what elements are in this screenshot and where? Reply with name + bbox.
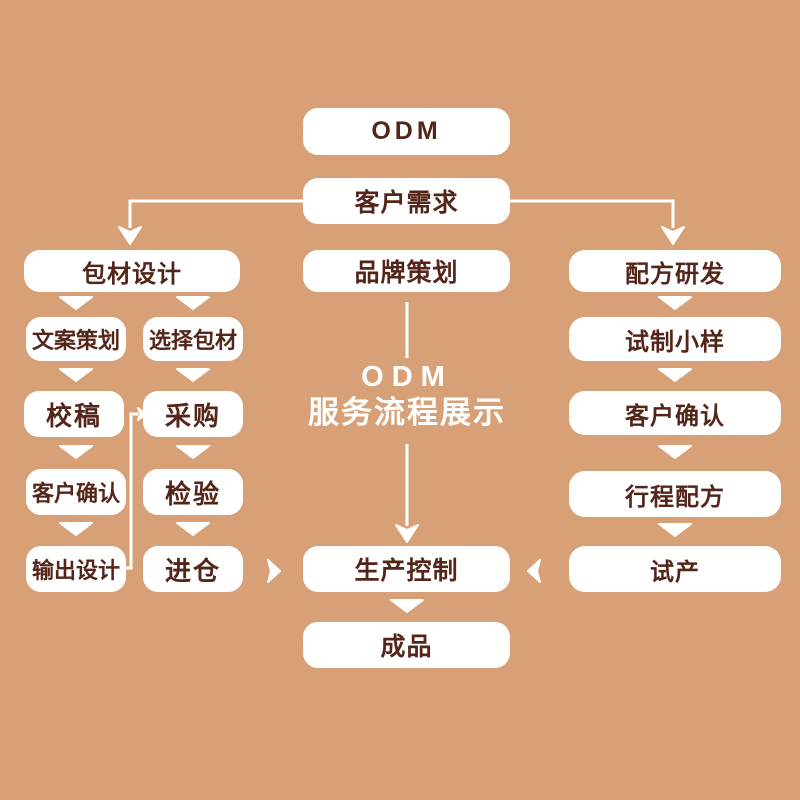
arrow-chevron-down-icon [390,599,424,613]
node-output-design-label: 输出设计 [31,558,120,583]
node-customer-confirm-right: 客户确认 [569,391,781,435]
node-production-control-label: 生产控制 [354,557,459,585]
arrow-chevron-down-icon [658,296,692,310]
arrow-chevron-down-icon [59,368,93,382]
node-trial-sample: 试制小样 [569,317,781,361]
node-purchasing-label: 采购 [164,400,221,431]
node-proofreading-label: 校稿 [45,400,102,431]
arrow-chevron-down-icon [176,296,210,310]
node-trial-sample-label: 试制小样 [625,328,725,356]
node-process-formula: 行程配方 [569,471,781,517]
node-inspection-label: 检验 [164,478,221,509]
node-customer-confirm-left-label: 客户确认 [31,481,120,506]
connector-line [510,199,675,228]
node-customer-needs: 客户需求 [303,178,510,224]
center-title: ODM 服务流程展示 [257,360,557,432]
node-package-design: 包材设计 [24,250,240,292]
node-select-packaging: 选择包材 [143,317,243,361]
arrow-chevron-down-icon [658,523,692,537]
arrow-down-icon [395,524,419,543]
node-select-packaging-label: 选择包材 [148,328,237,353]
connector-line [128,199,303,228]
node-trial-production: 试产 [569,546,781,592]
node-purchasing: 采购 [143,391,243,437]
node-brand-planning: 品牌策划 [303,250,510,292]
node-odm-label: ODM [371,117,442,145]
arrow-chevron-down-icon [59,522,93,536]
node-brand-planning-label: 品牌策划 [354,259,459,287]
arrow-chevron-down-icon [658,368,692,382]
arrow-left-icon [527,559,541,583]
arrow-right-icon [267,559,281,583]
node-customer-confirm-right-label: 客户确认 [625,402,725,430]
node-warehousing-label: 进仓 [164,555,221,586]
node-proofreading: 校稿 [24,391,124,437]
node-inspection: 检验 [143,469,243,515]
center-title-line1: ODM [361,361,453,393]
arrow-chevron-down-icon [658,445,692,459]
arrow-chevron-down-icon [176,368,210,382]
node-finished-product: 成品 [303,622,510,668]
node-output-design: 输出设计 [26,546,126,592]
arrow-down-icon [118,226,142,245]
node-copywriting-label: 文案策划 [31,328,120,353]
node-odm: ODM [303,108,510,155]
connector-line [126,412,138,570]
node-copywriting: 文案策划 [26,317,126,361]
arrow-down-icon [661,226,685,245]
node-formula-rd-label: 配方研发 [625,260,725,288]
center-title-line2: 服务流程展示 [308,395,506,430]
arrow-chevron-down-icon [176,445,210,459]
node-customer-needs-label: 客户需求 [354,189,459,217]
node-customer-confirm-left: 客户确认 [26,469,126,515]
node-process-formula-label: 行程配方 [625,483,725,511]
node-production-control: 生产控制 [303,546,510,592]
node-trial-production-label: 试产 [650,558,700,586]
node-warehousing: 进仓 [143,546,243,592]
arrow-chevron-down-icon [59,296,93,310]
arrow-chevron-down-icon [59,445,93,459]
node-formula-rd: 配方研发 [569,250,781,292]
arrow-chevron-down-icon [176,522,210,536]
node-package-design-label: 包材设计 [82,260,182,288]
node-finished-product-label: 成品 [380,633,433,661]
